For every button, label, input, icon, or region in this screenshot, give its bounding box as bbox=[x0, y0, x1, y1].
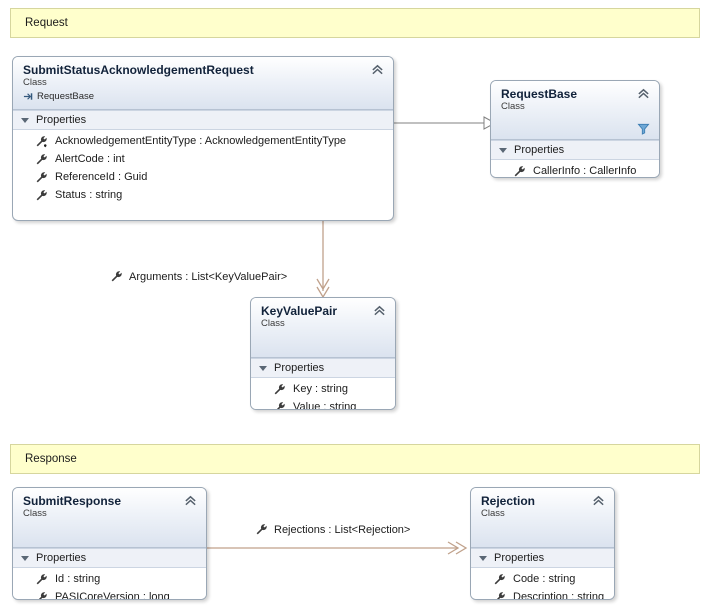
class-submitresponse[interactable]: SubmitResponse Class Properties Id : str… bbox=[12, 487, 207, 600]
section-label: Properties bbox=[36, 114, 87, 126]
class-header: KeyValuePair Class bbox=[251, 298, 395, 358]
arguments-connector[interactable] bbox=[316, 219, 337, 299]
class-stereotype: Class bbox=[23, 77, 47, 88]
inheritance-connector[interactable] bbox=[390, 114, 500, 132]
chevron-up-icon[interactable] bbox=[184, 494, 197, 507]
member-label: Code : string bbox=[513, 573, 576, 585]
request-banner[interactable]: Request bbox=[10, 8, 700, 38]
class-header: Rejection Class bbox=[471, 488, 614, 548]
class-stereotype: Class bbox=[481, 508, 505, 519]
member-row[interactable]: AlertCode : int bbox=[13, 150, 393, 168]
property-wrench-icon bbox=[36, 171, 47, 182]
chevron-up-icon[interactable] bbox=[373, 304, 386, 317]
class-submitstatusacknowledgementrequest[interactable]: SubmitStatusAcknowledgementRequest Class… bbox=[12, 56, 394, 221]
member-row[interactable]: PASICoreVersion : long bbox=[13, 588, 206, 600]
property-wrench-icon bbox=[256, 524, 267, 535]
member-row[interactable]: CallerInfo : CallerInfo bbox=[491, 162, 659, 177]
member-label: Value : string bbox=[293, 401, 357, 410]
section-label: Properties bbox=[274, 362, 325, 374]
member-row[interactable]: Description : string bbox=[471, 588, 614, 600]
property-wrench-icon bbox=[496, 591, 505, 599]
collapse-triangle-icon bbox=[479, 555, 487, 561]
member-label: Key : string bbox=[293, 383, 349, 395]
class-base-label: RequestBase bbox=[37, 91, 95, 102]
property-wrench-icon bbox=[36, 135, 47, 147]
members-list: Code : string Description : string bbox=[471, 568, 614, 600]
class-header: RequestBase Class bbox=[491, 81, 659, 140]
class-keyvaluepair[interactable]: KeyValuePair Class Properties Key : stri… bbox=[250, 297, 396, 410]
filter-funnel-icon[interactable] bbox=[637, 122, 650, 135]
member-label: PASICoreVersion : long bbox=[55, 591, 170, 600]
section-properties[interactable]: Properties bbox=[491, 140, 659, 160]
collapse-triangle-icon bbox=[21, 117, 29, 123]
property-wrench-icon bbox=[111, 271, 122, 282]
section-label: Properties bbox=[494, 552, 545, 564]
members-list: AcknowledgementEntityType : Acknowledgem… bbox=[13, 130, 393, 210]
member-row[interactable]: Code : string bbox=[471, 570, 614, 588]
class-title: Rejection bbox=[481, 494, 536, 508]
member-label: CallerInfo : CallerInfo bbox=[533, 165, 637, 177]
class-stereotype: Class bbox=[501, 101, 525, 112]
property-wrench-icon bbox=[514, 165, 525, 176]
member-row[interactable]: Id : string bbox=[13, 570, 206, 588]
section-properties[interactable]: Properties bbox=[471, 548, 614, 568]
property-wrench-icon bbox=[36, 189, 47, 200]
member-label: Id : string bbox=[55, 573, 101, 585]
property-wrench-icon bbox=[494, 573, 505, 584]
property-wrench-icon bbox=[36, 573, 47, 584]
collapse-triangle-icon bbox=[499, 147, 507, 153]
members-list: CallerInfo : CallerInfo bbox=[491, 160, 659, 177]
member-row[interactable]: ReferenceId : Guid bbox=[13, 168, 393, 186]
member-row[interactable]: Key : string bbox=[251, 380, 395, 398]
class-header: SubmitResponse Class bbox=[13, 488, 206, 548]
member-label: AcknowledgementEntityType : Acknowledgem… bbox=[55, 135, 347, 147]
class-header: SubmitStatusAcknowledgementRequest Class… bbox=[13, 57, 393, 110]
member-label: ReferenceId : Guid bbox=[55, 171, 148, 183]
class-stereotype: Class bbox=[261, 318, 285, 329]
member-row[interactable]: AcknowledgementEntityType : Acknowledgem… bbox=[13, 132, 393, 150]
class-base-type: RequestBase bbox=[23, 90, 383, 103]
response-banner-label: Response bbox=[25, 453, 77, 465]
rejections-association-label: Rejections : List<Rejection> bbox=[255, 523, 410, 536]
member-label: Description : string bbox=[513, 591, 605, 600]
section-label: Properties bbox=[36, 552, 87, 564]
chevron-up-icon[interactable] bbox=[371, 63, 384, 76]
section-properties[interactable]: Properties bbox=[251, 358, 395, 378]
member-label: AlertCode : int bbox=[55, 153, 125, 165]
response-banner[interactable]: Response bbox=[10, 444, 700, 474]
arguments-association-text: Arguments : List<KeyValuePair> bbox=[129, 270, 288, 283]
member-row[interactable]: Status : string bbox=[13, 186, 393, 204]
property-wrench-icon bbox=[276, 401, 285, 409]
rejections-connector[interactable] bbox=[206, 540, 476, 556]
chevron-up-icon[interactable] bbox=[592, 494, 605, 507]
collapse-triangle-icon bbox=[21, 555, 29, 561]
class-rejection[interactable]: Rejection Class Properties Code : string… bbox=[470, 487, 615, 600]
class-stereotype: Class bbox=[23, 508, 47, 519]
class-title: SubmitResponse bbox=[23, 494, 122, 508]
class-title: KeyValuePair bbox=[261, 304, 338, 318]
property-wrench-icon bbox=[36, 153, 47, 164]
section-label: Properties bbox=[514, 144, 565, 156]
class-title: SubmitStatusAcknowledgementRequest bbox=[23, 63, 254, 77]
member-row[interactable]: Value : string bbox=[251, 398, 395, 410]
rejections-association-text: Rejections : List<Rejection> bbox=[274, 523, 411, 536]
class-title: RequestBase bbox=[501, 87, 578, 101]
section-properties[interactable]: Properties bbox=[13, 548, 206, 568]
members-list: Key : string Value : string bbox=[251, 378, 395, 410]
collapse-triangle-icon bbox=[259, 365, 267, 371]
chevron-up-icon[interactable] bbox=[637, 87, 650, 100]
property-wrench-icon bbox=[274, 383, 285, 394]
section-properties[interactable]: Properties bbox=[13, 110, 393, 130]
member-label: Status : string bbox=[55, 189, 123, 201]
property-wrench-icon bbox=[38, 591, 47, 599]
request-banner-label: Request bbox=[25, 17, 68, 29]
inheritance-arrow-icon bbox=[23, 93, 33, 100]
arguments-association-label: Arguments : List<KeyValuePair> bbox=[110, 270, 287, 283]
members-list: Id : string PASICoreVersion : long bbox=[13, 568, 206, 600]
class-requestbase[interactable]: RequestBase Class Properties CallerInfo … bbox=[490, 80, 660, 178]
